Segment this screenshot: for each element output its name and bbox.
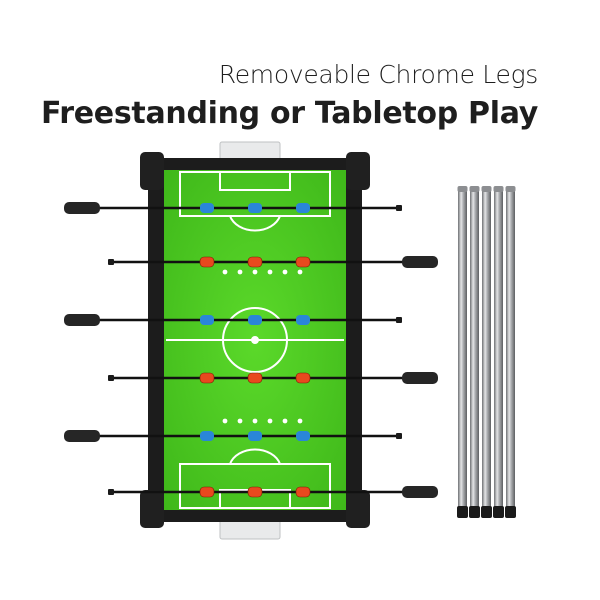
player-figure — [248, 431, 262, 441]
foosball-rod[interactable] — [108, 372, 438, 384]
player-figure — [247, 256, 263, 268]
leg-top-cap — [493, 186, 504, 192]
leg-tube — [482, 190, 491, 510]
rods-group — [64, 202, 438, 498]
player-figure — [200, 203, 214, 213]
player-figure — [295, 256, 311, 268]
rod-end-cap — [396, 317, 402, 323]
chrome-leg — [481, 186, 492, 518]
rod-handle[interactable] — [402, 372, 438, 384]
leg-tube — [470, 190, 479, 510]
foosball-table — [64, 141, 438, 540]
headline-line-1: Removeable Chrome Legs — [218, 60, 539, 89]
leg-top-cap — [505, 186, 516, 192]
field-dot — [252, 269, 258, 275]
field-dot — [267, 418, 273, 424]
field-dot — [237, 269, 243, 275]
player-figure — [295, 486, 311, 498]
player-figure — [199, 486, 215, 498]
field-dot — [222, 269, 228, 275]
chrome-leg — [505, 186, 516, 518]
corner-post-bl — [140, 490, 164, 528]
player-figure — [295, 372, 311, 384]
corner-post-br — [346, 490, 370, 528]
leg-foot — [469, 506, 480, 518]
rod-handle[interactable] — [64, 430, 100, 442]
rod-end-cap — [108, 259, 114, 265]
leg-foot — [493, 506, 504, 518]
leg-tube — [458, 190, 467, 510]
rod-end-cap — [396, 205, 402, 211]
leg-foot — [481, 506, 492, 518]
player-figure — [247, 372, 263, 384]
leg-foot — [505, 506, 516, 518]
field-dot — [297, 269, 303, 275]
corner-post-tl — [140, 152, 164, 190]
rod-handle[interactable] — [402, 486, 438, 498]
rod-end-cap — [396, 433, 402, 439]
leg-top-cap — [481, 186, 492, 192]
headline-line-2: Freestanding or Tabletop Play — [40, 96, 538, 131]
player-figure — [247, 486, 263, 498]
field-dot — [252, 418, 258, 424]
foosball-rod[interactable] — [64, 430, 402, 442]
player-figure — [199, 372, 215, 384]
field-dot — [267, 269, 273, 275]
leg-top-cap — [469, 186, 480, 192]
field-dot — [222, 418, 228, 424]
foosball-rod[interactable] — [64, 314, 402, 326]
chrome-leg — [457, 186, 468, 518]
rod-handle[interactable] — [64, 314, 100, 326]
field-dot — [297, 418, 303, 424]
corner-post-tr — [346, 152, 370, 190]
leg-tube — [494, 190, 503, 510]
player-figure — [199, 256, 215, 268]
field-dot — [282, 418, 288, 424]
player-figure — [200, 315, 214, 325]
foosball-rod[interactable] — [108, 256, 438, 268]
field-dot — [282, 269, 288, 275]
leg-tube — [506, 190, 515, 510]
foosball-rod[interactable] — [64, 202, 402, 214]
leg-top-cap — [457, 186, 468, 192]
rod-handle[interactable] — [402, 256, 438, 268]
foosball-rod[interactable] — [108, 486, 438, 498]
player-figure — [200, 431, 214, 441]
rod-handle[interactable] — [64, 202, 100, 214]
field-dots — [222, 269, 303, 424]
player-figure — [296, 431, 310, 441]
chrome-leg — [493, 186, 504, 518]
chrome-legs — [457, 186, 516, 518]
chrome-leg — [469, 186, 480, 518]
player-figure — [248, 203, 262, 213]
rod-end-cap — [108, 489, 114, 495]
player-figure — [296, 203, 310, 213]
leg-foot — [457, 506, 468, 518]
field-markings — [166, 171, 344, 509]
player-figure — [296, 315, 310, 325]
field-dot — [237, 418, 243, 424]
rod-end-cap — [108, 375, 114, 381]
player-figure — [248, 315, 262, 325]
